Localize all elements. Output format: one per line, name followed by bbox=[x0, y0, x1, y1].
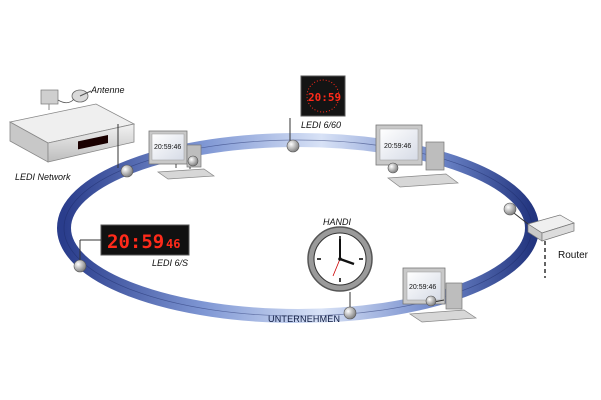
computer-1-screen-time: 20:59:46 bbox=[154, 144, 181, 151]
ring-node-ledi-network[interactable] bbox=[120, 164, 134, 178]
ring-node-computer-1[interactable] bbox=[187, 155, 199, 167]
ledi-660-label: LEDI 6/60 bbox=[301, 120, 341, 130]
ring-node-computer-2[interactable] bbox=[387, 162, 399, 174]
router-icon[interactable] bbox=[509, 209, 575, 278]
handi-label: HANDI bbox=[323, 217, 352, 227]
ring-node-ledi-660[interactable] bbox=[286, 139, 300, 153]
computer-icon[interactable]: 20:59:46 bbox=[402, 267, 478, 323]
ledi-6s-label: LEDI 6/S bbox=[152, 258, 188, 268]
analog-clock-icon[interactable] bbox=[307, 226, 373, 308]
ledi-network-label: LEDI Network bbox=[15, 172, 71, 182]
router-label: Router bbox=[558, 250, 589, 261]
computer-2-screen-time: 20:59:46 bbox=[384, 143, 411, 150]
antenna-icon bbox=[40, 89, 92, 110]
antenne-label: Antenne bbox=[90, 85, 125, 95]
computer-icon[interactable]: 20:59:46 bbox=[148, 130, 216, 180]
network-server-icon[interactable] bbox=[8, 103, 136, 168]
computer-3-screen-time: 20:59:46 bbox=[409, 284, 436, 291]
ledi-660-time: 20:59 bbox=[308, 91, 341, 104]
ring-node-router[interactable] bbox=[503, 202, 517, 216]
ledi-6s-seconds: 46 bbox=[166, 237, 180, 251]
computer-icon[interactable]: 20:59:46 bbox=[375, 124, 459, 188]
ring-node-computer-3[interactable] bbox=[425, 295, 437, 307]
ring-node-ledi-6s[interactable] bbox=[73, 259, 87, 273]
led-clock-icon[interactable]: 20:59 bbox=[289, 75, 346, 145]
ring-node-handi[interactable] bbox=[343, 306, 357, 320]
ring-label: UNTERNEHMEN bbox=[268, 314, 340, 324]
led-display-icon[interactable]: 20:59 46 bbox=[79, 224, 190, 262]
ledi-6s-time: 20:59 bbox=[107, 231, 164, 253]
